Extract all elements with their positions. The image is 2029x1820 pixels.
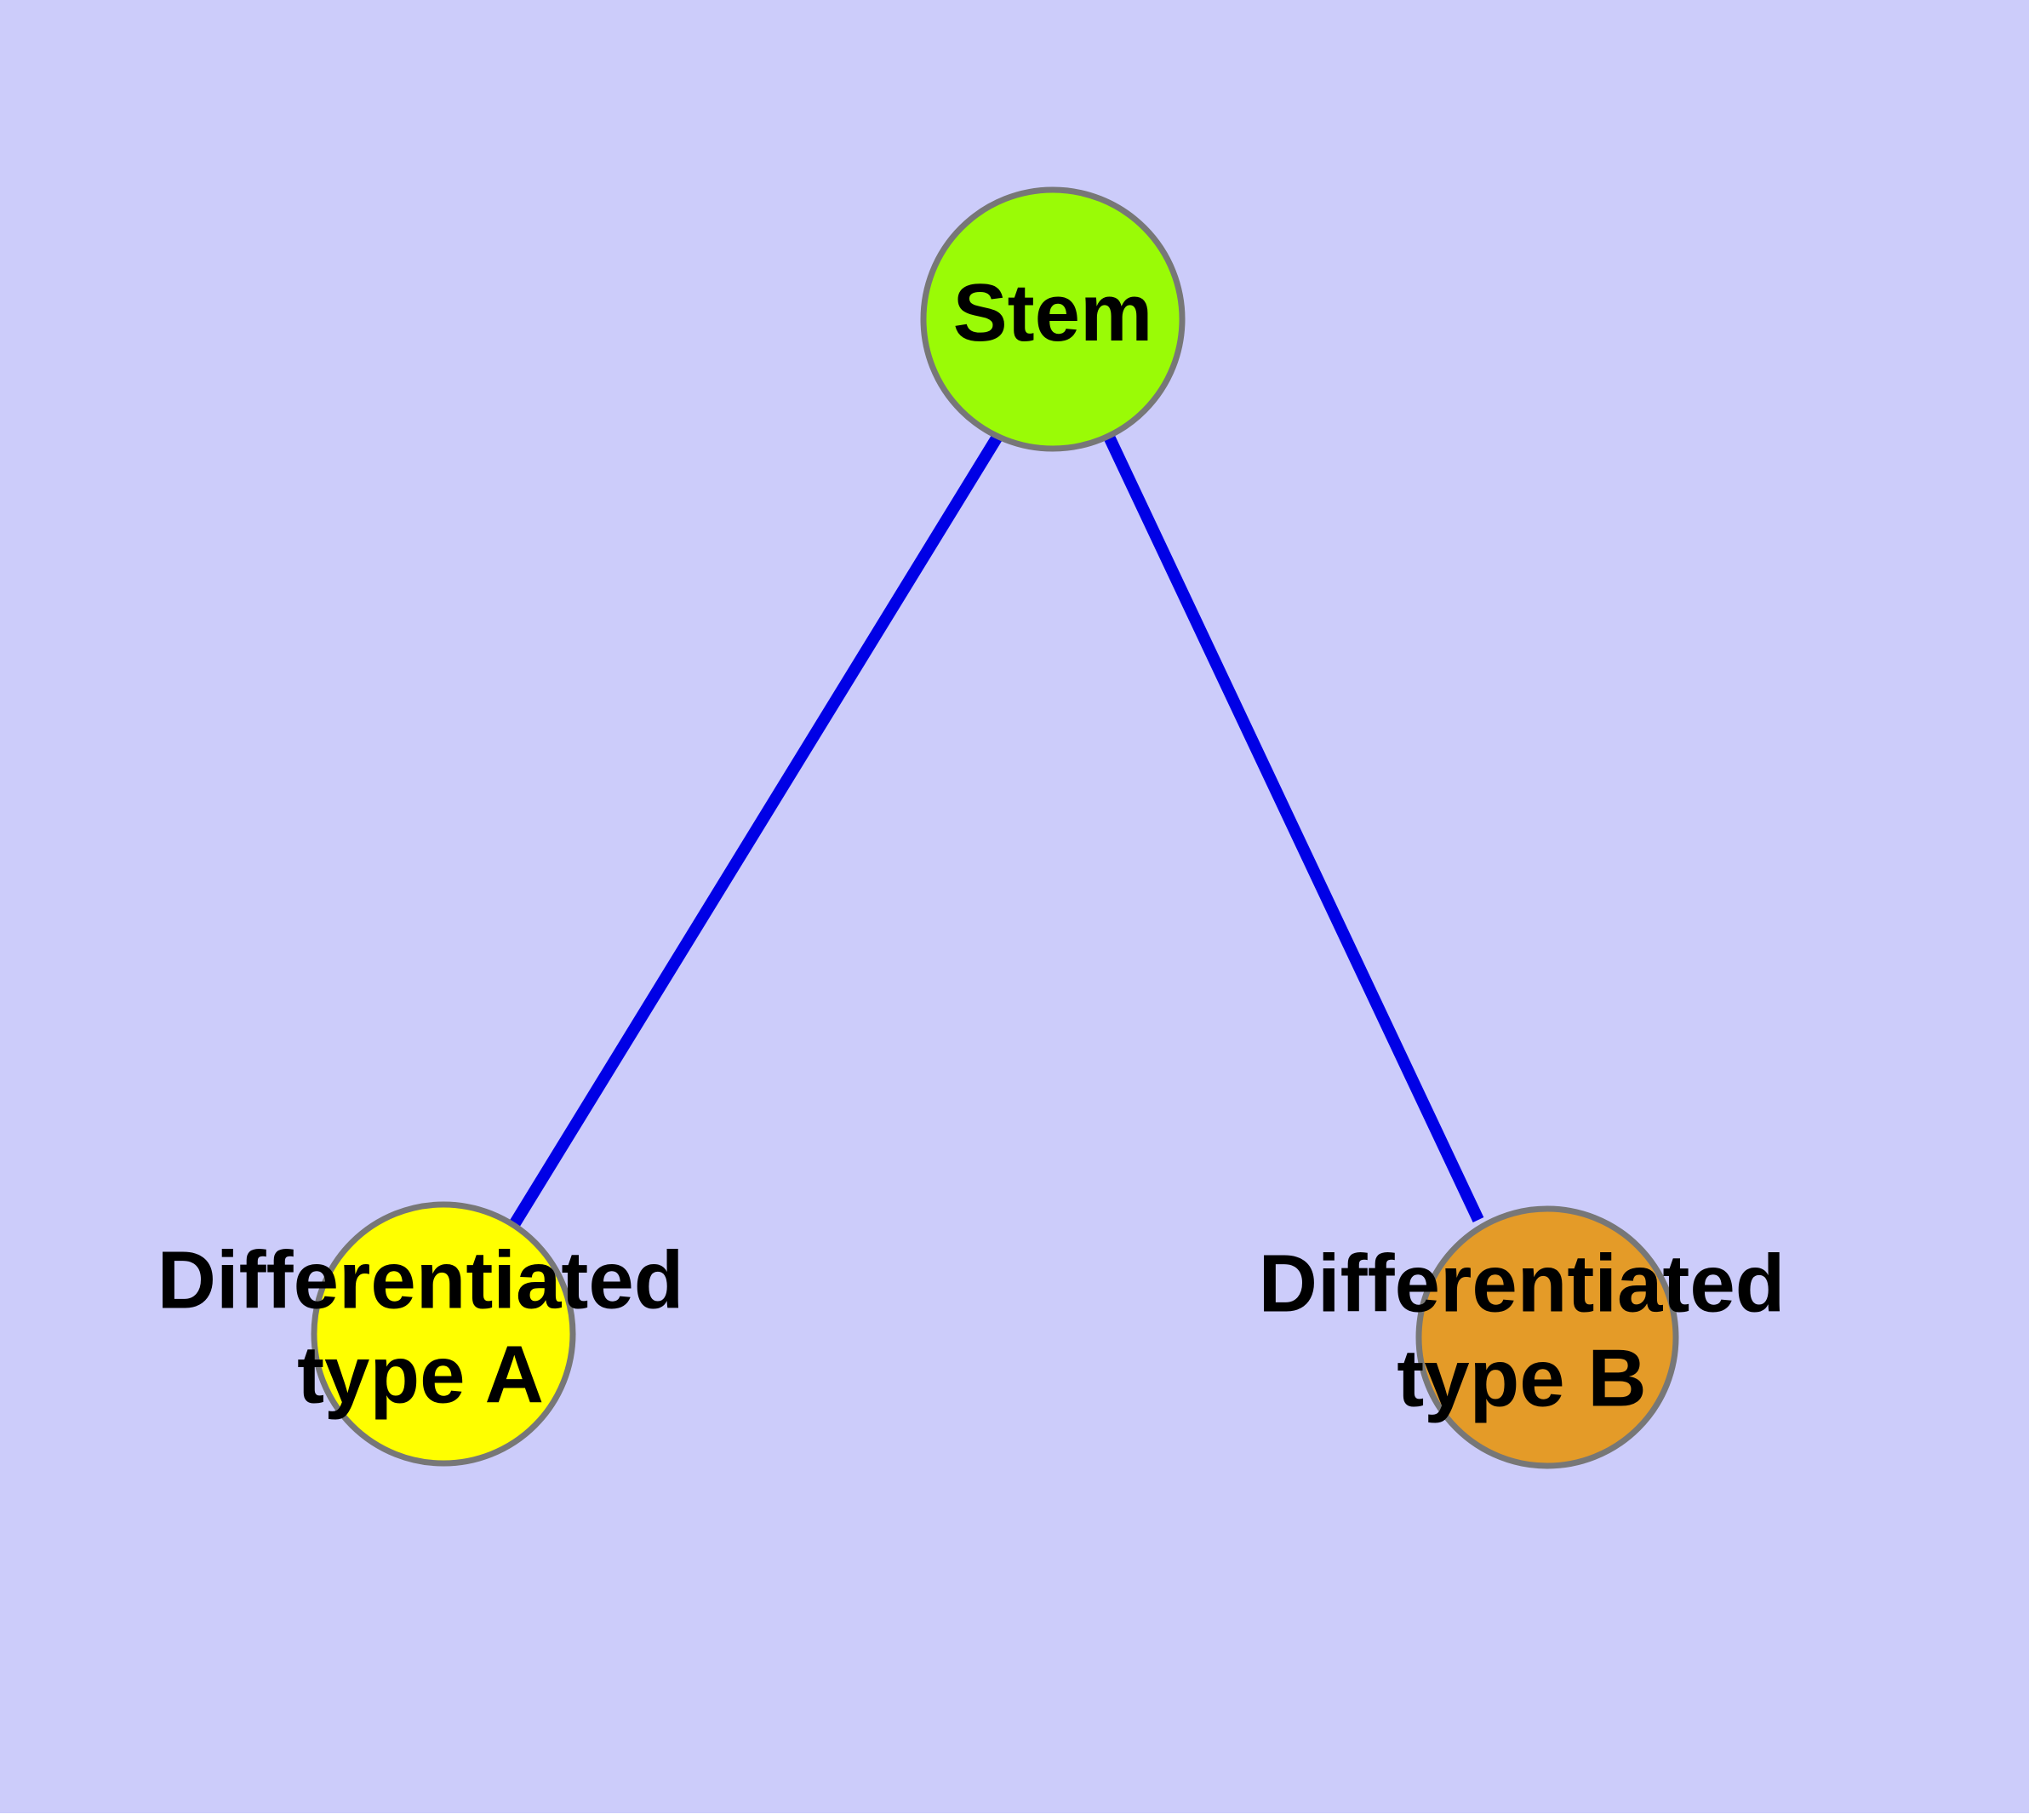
edges-group	[510, 433, 1484, 1227]
node-stem[interactable]: Stem	[920, 186, 1186, 452]
node-stem-label: Stem	[953, 267, 1153, 358]
node-differentiated-type-a-circle[interactable]	[311, 1201, 576, 1467]
edge-stem-to-type-a[interactable]	[510, 433, 1003, 1227]
node-stem-circle[interactable]	[920, 186, 1186, 452]
edge-stem-to-type-b[interactable]	[1103, 434, 1484, 1222]
node-differentiated-type-b-circle[interactable]	[1415, 1205, 1679, 1469]
